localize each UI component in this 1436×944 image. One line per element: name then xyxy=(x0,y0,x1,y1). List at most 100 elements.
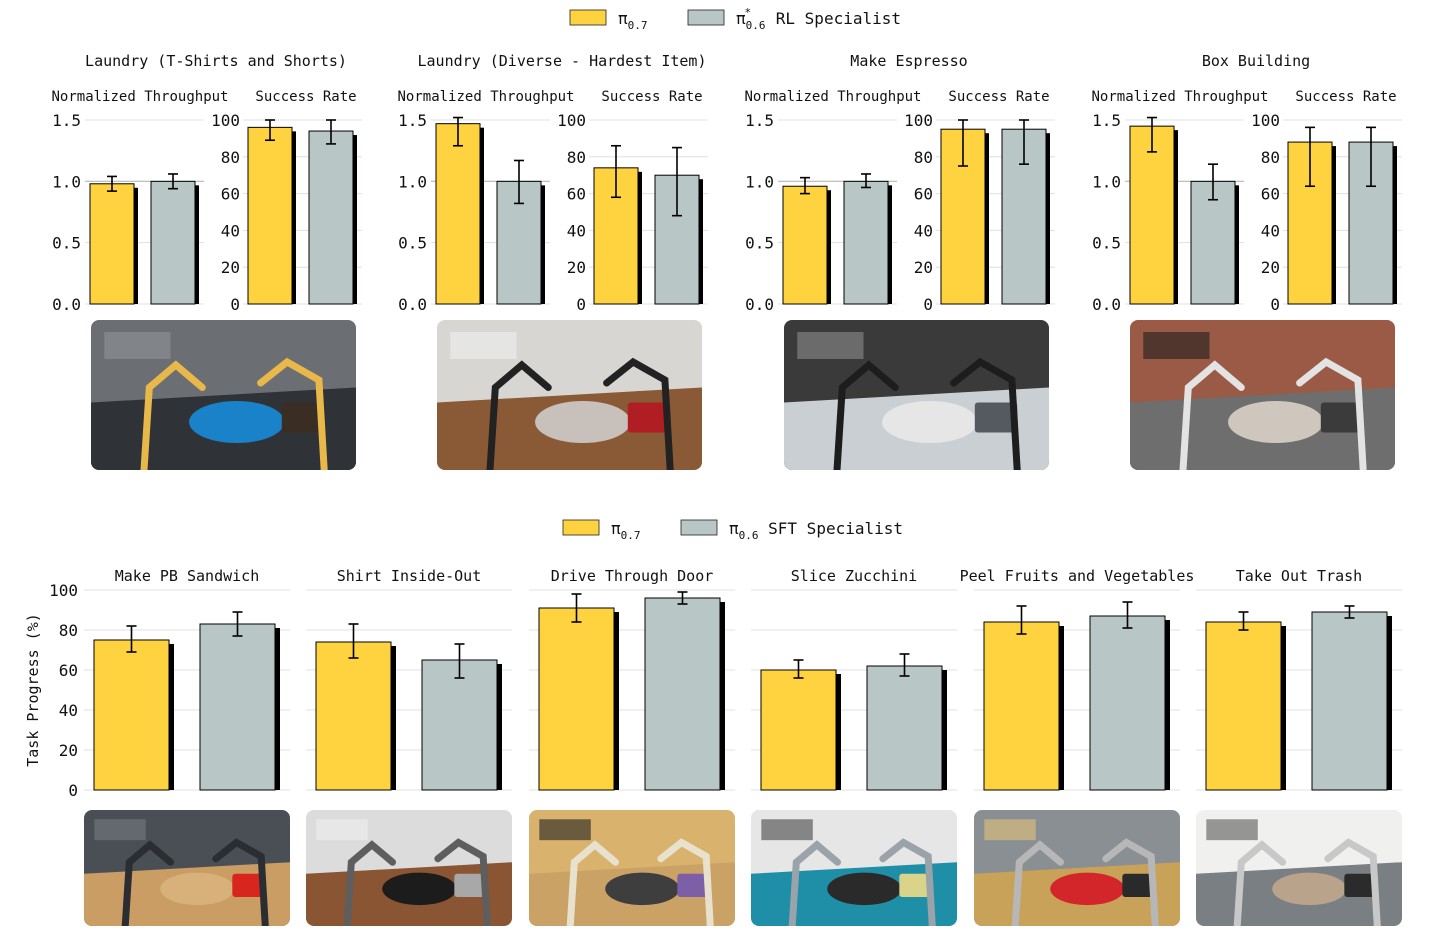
photo-robot-arm xyxy=(1011,840,1065,926)
category-title: Take Out Trash xyxy=(1236,567,1362,585)
y-tick-label: 1.5 xyxy=(398,111,427,130)
bar xyxy=(843,180,889,305)
top-legend-label: π0.7 xyxy=(618,9,648,32)
y-tick-label: 40 xyxy=(221,221,240,240)
photo-robot-arm xyxy=(486,360,552,470)
photo-object xyxy=(627,402,671,433)
photo-object xyxy=(535,401,631,443)
photo-object xyxy=(882,401,978,443)
bar xyxy=(308,130,354,305)
y-tick-label: 0.0 xyxy=(1092,295,1121,314)
y-tick-label: 20 xyxy=(914,258,933,277)
y-tick-label: 1.5 xyxy=(1092,111,1121,130)
photo-robot-arm xyxy=(434,838,491,926)
y-tick-label: 60 xyxy=(59,661,78,680)
bar xyxy=(93,639,170,791)
y-tick-label: 80 xyxy=(1261,148,1280,167)
y-tick-label: 100 xyxy=(904,111,933,130)
bar xyxy=(644,597,721,791)
photo-object xyxy=(1344,873,1378,897)
photo-laundry-tshirts xyxy=(91,320,356,470)
y-tick-label: 100 xyxy=(211,111,240,130)
bottom-legend-swatch xyxy=(562,519,600,536)
y-tick-label: 0 xyxy=(923,295,933,314)
y-tick-label: 40 xyxy=(59,701,78,720)
photo-object xyxy=(677,873,711,897)
y-tick-label: 20 xyxy=(59,741,78,760)
photo-background-object xyxy=(1143,332,1210,359)
y-tick-label: 1.0 xyxy=(398,172,427,191)
bar xyxy=(782,185,828,305)
photo-robot-arm xyxy=(950,357,1021,470)
photo-robot-arm xyxy=(343,840,397,926)
y-tick-label: 100 xyxy=(1251,111,1280,130)
y-tick-label: 1.5 xyxy=(745,111,774,130)
y-tick-label: 20 xyxy=(1261,258,1280,277)
y-tick-label: 60 xyxy=(914,185,933,204)
bar xyxy=(1089,615,1166,791)
photo-robot-arm xyxy=(1233,840,1287,926)
photo-object xyxy=(974,402,1018,433)
y-tick-label: 80 xyxy=(221,148,240,167)
photo-robot-arm xyxy=(657,838,714,926)
y-tick-label: 60 xyxy=(1261,185,1280,204)
y-tick-label: 0.5 xyxy=(745,234,774,253)
y-tick-label: 40 xyxy=(567,221,586,240)
y-tick-label: 0.5 xyxy=(1092,234,1121,253)
bar xyxy=(866,665,943,791)
photo-pb-sandwich xyxy=(84,810,290,926)
throughput-title: Normalized Throughput xyxy=(744,89,921,105)
y-tick-label: 0 xyxy=(1270,295,1280,314)
photo-robot-arm xyxy=(1324,838,1381,926)
y-tick-label: 100 xyxy=(557,111,586,130)
photo-box-building xyxy=(1130,320,1395,470)
photo-robot-arm xyxy=(1179,360,1245,470)
photo-robot-arm xyxy=(121,840,175,926)
bottom-legend-label: π0.6 SFT Specialist xyxy=(729,519,903,542)
bar xyxy=(1129,125,1175,305)
bar xyxy=(89,183,135,305)
photo-background-object xyxy=(450,332,517,359)
bar xyxy=(315,641,392,791)
photo-object xyxy=(281,402,325,433)
photo-object xyxy=(1320,402,1364,433)
photo-background-object xyxy=(104,332,171,359)
photo-take-out-trash xyxy=(1196,810,1402,926)
bar xyxy=(538,607,615,791)
y-tick-label: 40 xyxy=(914,221,933,240)
top-legend-label: π0.6* RL Specialist xyxy=(736,6,901,32)
photo-robot-arm xyxy=(1102,838,1159,926)
photo-robot-arm xyxy=(212,838,269,926)
photo-background-object xyxy=(984,819,1036,841)
photo-robot-arm xyxy=(833,360,899,470)
photo-background-object xyxy=(761,819,813,841)
chart-title: Box Building xyxy=(1202,52,1310,70)
y-tick-label: 1.5 xyxy=(52,111,81,130)
photo-robot-arm xyxy=(1296,357,1367,470)
bottom-legend-swatch xyxy=(680,519,718,536)
photo-robot-arm xyxy=(879,838,936,926)
bar xyxy=(421,659,498,791)
y-tick-label: 0 xyxy=(576,295,586,314)
photo-drive-through-door xyxy=(529,810,735,926)
photo-robot-arm xyxy=(788,840,842,926)
success-rate-title: Success Rate xyxy=(1295,89,1396,105)
photo-slice-zucchini xyxy=(751,810,957,926)
photo-object xyxy=(1122,873,1156,897)
photo-object xyxy=(1228,401,1324,443)
photo-peel-fruits xyxy=(974,810,1180,926)
photo-make-espresso xyxy=(784,320,1049,470)
y-tick-label: 1.0 xyxy=(745,172,774,191)
photo-object xyxy=(827,872,902,906)
y-tick-label: 0.0 xyxy=(745,295,774,314)
y-axis-label: Task Progress (%) xyxy=(24,613,42,767)
y-tick-label: 80 xyxy=(567,148,586,167)
category-title: Slice Zucchini xyxy=(791,567,917,585)
photo-robot-arm xyxy=(140,360,206,470)
photo-object xyxy=(1050,872,1125,906)
bar xyxy=(247,126,293,305)
bar xyxy=(1311,611,1388,791)
y-tick-label: 0.5 xyxy=(52,234,81,253)
category-title: Drive Through Door xyxy=(551,567,714,585)
